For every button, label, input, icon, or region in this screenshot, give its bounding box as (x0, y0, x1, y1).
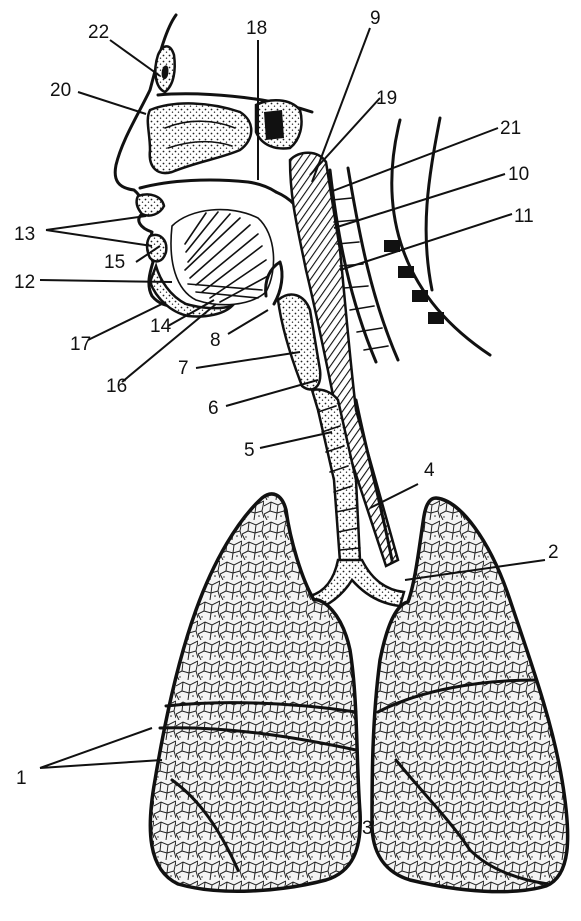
neck-section (278, 118, 490, 566)
label-13: 13 (14, 224, 35, 245)
tongue-fibers (185, 212, 268, 302)
label-22: 22 (88, 22, 109, 43)
label-17: 17 (70, 334, 91, 355)
leader-7 (196, 352, 300, 368)
label-12: 12 (14, 272, 35, 293)
label-21: 21 (500, 118, 521, 139)
label-2: 2 (548, 542, 559, 563)
label-11: 11 (514, 206, 534, 227)
label-3: 3 (362, 818, 373, 839)
label-20: 20 (50, 80, 71, 101)
leader-1 (40, 728, 162, 768)
label-15: 15 (104, 252, 125, 273)
upper-lip (137, 194, 164, 215)
leader-19 (310, 98, 380, 175)
leader-10 (334, 174, 505, 228)
leader-5 (260, 432, 332, 448)
right-lung (150, 494, 360, 891)
label-5: 5 (244, 440, 255, 461)
label-19: 19 (376, 88, 397, 109)
label-10: 10 (508, 164, 529, 185)
label-18: 18 (246, 18, 267, 39)
label-6: 6 (208, 398, 219, 419)
leader-9 (312, 28, 370, 182)
leader-21 (330, 128, 498, 192)
leader-13 (46, 216, 152, 246)
label-9: 9 (370, 8, 381, 29)
left-lung (372, 498, 568, 892)
label-1: 1 (16, 768, 27, 789)
leader-8 (228, 310, 268, 334)
label-16: 16 (106, 376, 127, 397)
leader-6 (226, 380, 318, 406)
sphenoid-sinus (264, 110, 284, 140)
nasal-conchae (148, 103, 251, 173)
leader-20 (78, 92, 146, 114)
label-7: 7 (178, 358, 189, 379)
hard-palate (140, 180, 276, 192)
label-14: 14 (150, 316, 172, 337)
label-8: 8 (210, 330, 221, 351)
neck-back-inner (426, 118, 440, 290)
leader-22 (110, 40, 160, 76)
label-4: 4 (424, 460, 435, 481)
head-section (115, 15, 312, 317)
